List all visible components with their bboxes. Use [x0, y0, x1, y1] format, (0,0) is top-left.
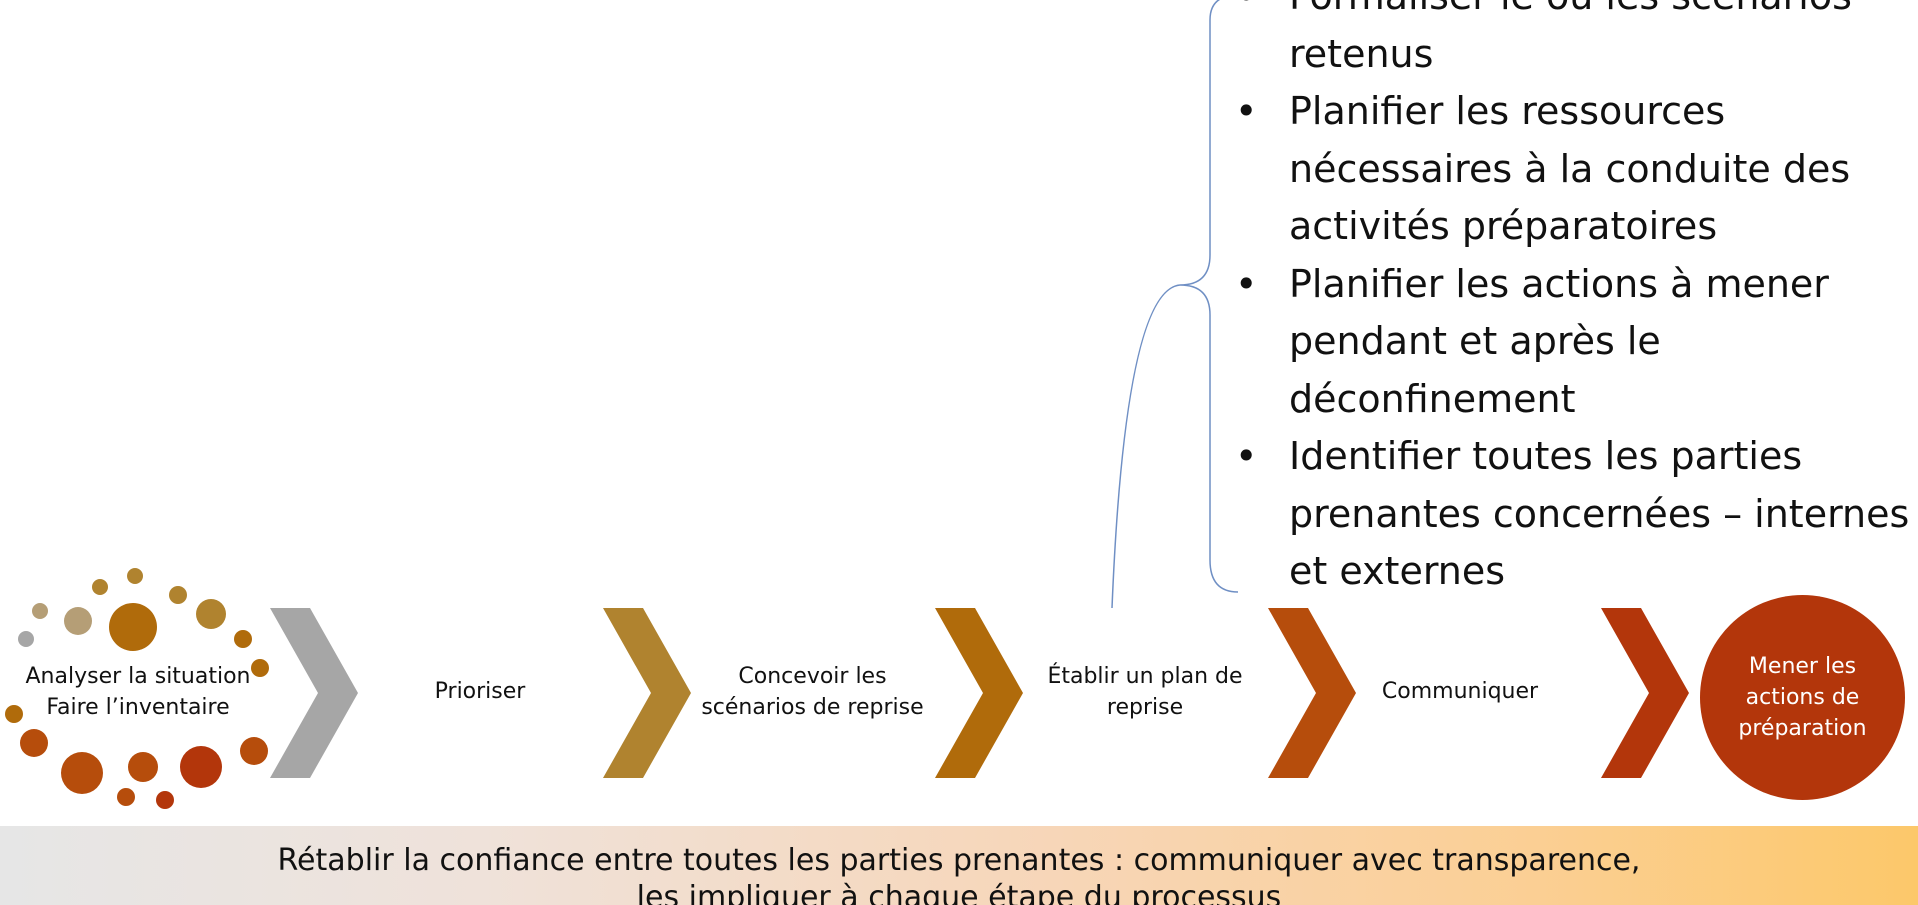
- step-label-etablir: Établir un plan de reprise: [1035, 661, 1255, 723]
- dot: [251, 659, 269, 677]
- step-label-line: reprise: [1106, 695, 1184, 720]
- bullet-item: Planifier les actions à mener pendant et…: [1235, 256, 1918, 429]
- chevron-step-1: [270, 608, 358, 778]
- step-label-line: Faire l’inventaire: [46, 695, 230, 720]
- dot: [92, 579, 108, 595]
- step-label-line: Établir un plan de: [1047, 664, 1243, 689]
- dot: [196, 599, 226, 629]
- final-step-label: Mener les actions de préparation: [1738, 654, 1867, 741]
- dot: [127, 568, 143, 584]
- dot: [5, 705, 23, 723]
- dot-cluster: [5, 568, 269, 809]
- step-label-line: Prioriser: [434, 679, 526, 704]
- dot: [128, 752, 158, 782]
- dot: [240, 737, 268, 765]
- dot: [117, 788, 135, 806]
- final-step-circle: Mener les actions de préparation: [1700, 595, 1905, 800]
- brace-connector: [1179, 0, 1239, 593]
- bullet-item: Identifier toutes les parties prenantes …: [1235, 428, 1918, 601]
- step-label-line: Communiquer: [1381, 679, 1539, 704]
- dot: [61, 752, 103, 794]
- bullet-item: Formaliser le ou les scénarios retenus: [1235, 0, 1918, 83]
- footer-line: les impliquer à chaque étape du processu…: [636, 880, 1282, 905]
- dot: [20, 729, 48, 757]
- dot: [64, 607, 92, 635]
- chevron-step-4: [1268, 608, 1356, 778]
- dot: [180, 746, 222, 788]
- dot: [109, 603, 157, 651]
- step-label-line: scénarios de reprise: [701, 695, 924, 720]
- dot: [234, 630, 252, 648]
- dot: [32, 603, 48, 619]
- dot: [18, 631, 34, 647]
- chevron-step-2: [603, 608, 691, 778]
- step-label-concevoir: Concevoir les scénarios de reprise: [690, 661, 935, 723]
- bullet-item: Planifier les ressources nécessaires à l…: [1235, 83, 1918, 256]
- footer-line: Rétablir la confiance entre toutes les p…: [277, 843, 1641, 878]
- footer-banner: Rétablir la confiance entre toutes les p…: [0, 826, 1918, 905]
- dot: [169, 586, 187, 604]
- step-label-prioriser: Prioriser: [400, 676, 560, 707]
- brace-tail: [1111, 284, 1181, 609]
- step-label-line: Analyser la situation: [25, 664, 251, 689]
- chevron-step-3: [935, 608, 1023, 778]
- step-label-analyser: Analyser la situation Faire l’inventaire: [12, 661, 264, 723]
- step-label-line: Concevoir les: [738, 664, 887, 689]
- dot: [156, 791, 174, 809]
- chevron-step-5: [1601, 608, 1689, 778]
- bullet-list: Formaliser le ou les scénarios retenus P…: [1235, 0, 1918, 601]
- step-label-communiquer: Communiquer: [1360, 676, 1560, 707]
